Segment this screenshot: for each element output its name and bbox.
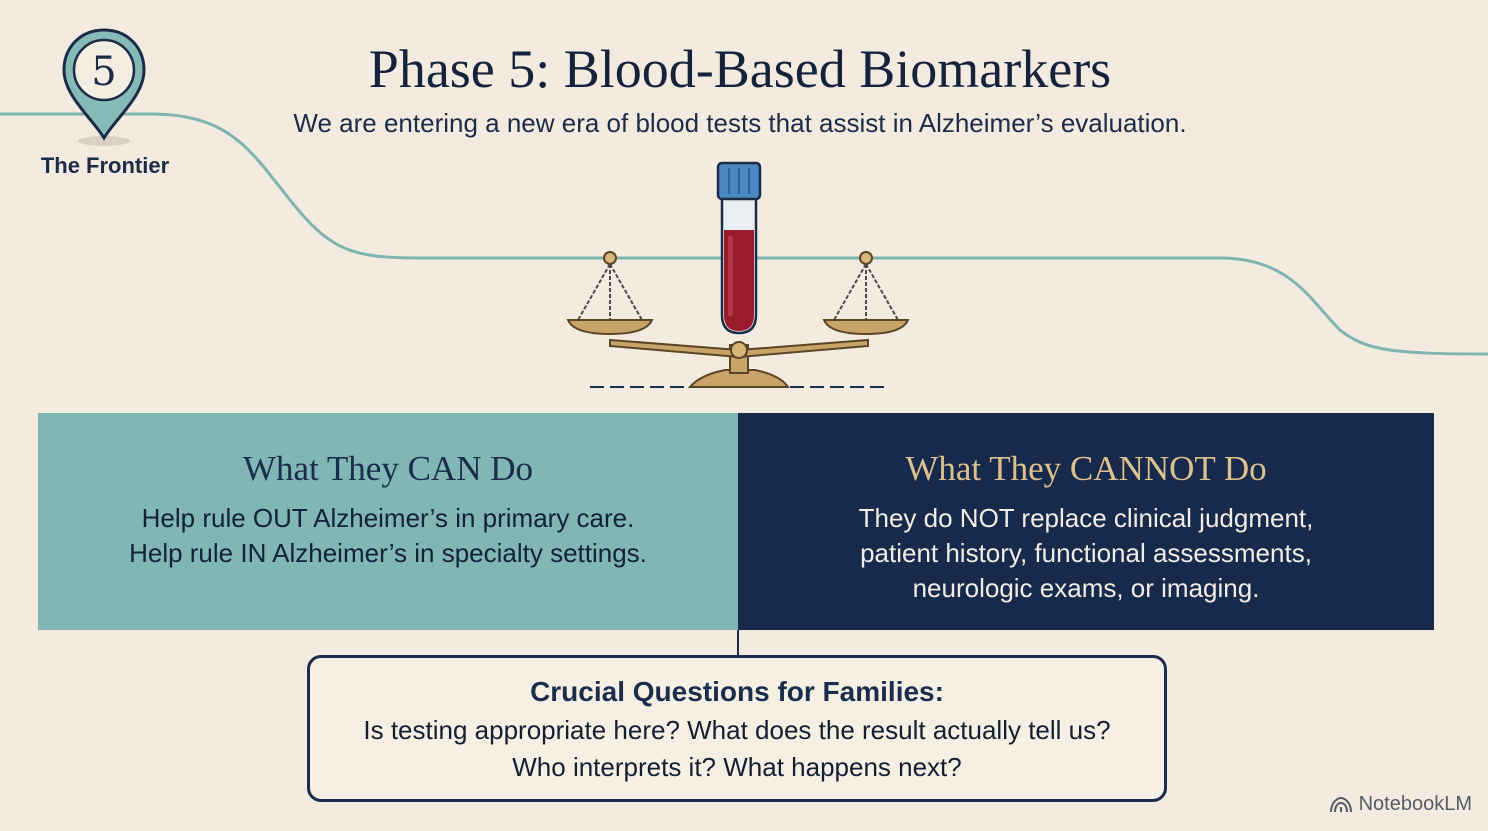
cannot-do-line: patient history, functional assessments, xyxy=(860,538,1312,568)
blood-test-tube-icon xyxy=(716,161,762,335)
can-do-panel: What They CAN Do Help rule OUT Alzheimer… xyxy=(38,413,738,630)
can-do-line: Help rule IN Alzheimer’s in specialty se… xyxy=(129,538,647,568)
cannot-do-line: neurologic exams, or imaging. xyxy=(912,573,1260,603)
page-title: Phase 5: Blood-Based Biomarkers xyxy=(368,39,1112,99)
map-pin-icon xyxy=(62,28,146,146)
questions-line: Is testing appropriate here? What does t… xyxy=(363,715,1111,745)
cannot-do-line: They do NOT replace clinical judgment, xyxy=(858,503,1314,533)
connector-line xyxy=(737,630,739,656)
can-do-heading: What They CAN Do xyxy=(243,449,533,488)
questions-line: Who interprets it? What happens next? xyxy=(512,752,962,782)
brand-label: NotebookLM xyxy=(1358,793,1472,815)
cannot-do-panel: What They CANNOT Do They do NOT replace … xyxy=(738,413,1434,630)
questions-box: Crucial Questions for Families: Is testi… xyxy=(307,655,1167,802)
notebooklm-logo-icon xyxy=(1329,796,1352,812)
scale-icon xyxy=(566,251,910,388)
questions-heading: Crucial Questions for Families: xyxy=(530,676,944,707)
page-subtitle: We are entering a new era of blood tests… xyxy=(293,108,1187,138)
can-do-line: Help rule OUT Alzheimer’s in primary car… xyxy=(141,503,635,533)
phase-number: 5 xyxy=(91,49,117,95)
journey-path xyxy=(0,112,1488,356)
notebooklm-branding: NotebookLM xyxy=(1329,793,1472,816)
cannot-do-heading: What They CANNOT Do xyxy=(905,449,1267,488)
phase-label: The Frontier xyxy=(40,153,170,178)
